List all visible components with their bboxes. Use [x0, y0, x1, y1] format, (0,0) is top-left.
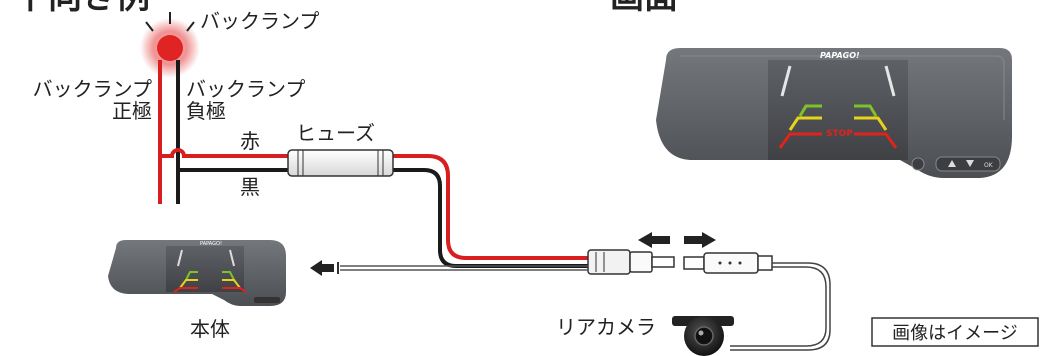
camera-cable — [730, 262, 831, 351]
image-note-box — [871, 317, 1039, 347]
back-lamp-label: バックランプ — [200, 9, 319, 33]
red-wire-label: 赤 — [240, 129, 260, 153]
ok-button-label: OK — [984, 162, 994, 169]
rear-camera — [672, 316, 734, 356]
back-lamp-positive-label-1: バックランプ — [33, 77, 152, 101]
arrow-to-unit-icon — [310, 260, 334, 276]
up-arrow-icon — [948, 160, 956, 167]
arrow-left-icon — [638, 232, 670, 248]
rear-camera-label: リアカメラ — [556, 315, 656, 339]
mirror-screen — [768, 60, 908, 160]
back-lamp-negative-label-2: 負極 — [186, 99, 226, 123]
screen-mirror: STOP PAPAGO! OK — [656, 48, 1012, 178]
black-wire-label: 黒 — [240, 175, 260, 199]
fuse — [287, 149, 394, 177]
red-wire — [160, 148, 290, 158]
black-wire-to-camera — [393, 168, 590, 268]
power-button-icon — [911, 157, 925, 171]
camera-power-connector — [587, 249, 675, 275]
image-note: 画像はイメージ — [892, 323, 1018, 344]
down-arrow-icon — [966, 160, 974, 167]
red-wire-to-camera — [393, 154, 590, 260]
main-unit-label: 本体 — [190, 317, 230, 341]
heading-left: 下向き例 — [14, 0, 150, 17]
camera-extension-connector — [683, 252, 773, 274]
back-lamp-positive-label-2: 正極 — [112, 99, 152, 123]
mirror-brand: PAPAGO! — [820, 51, 860, 60]
fuse-label: ヒューズ — [296, 121, 375, 145]
heading-right: 画面 — [610, 0, 678, 17]
arrow-right-icon — [684, 232, 716, 248]
lamp-glow-icon — [140, 12, 200, 78]
main-unit-brand: PAPAGO! — [200, 241, 222, 247]
main-unit-mirror: PAPAGO! — [108, 240, 286, 306]
back-lamp-negative-label-1: バックランプ — [186, 77, 305, 101]
mirror-stop-text: STOP — [826, 129, 853, 139]
